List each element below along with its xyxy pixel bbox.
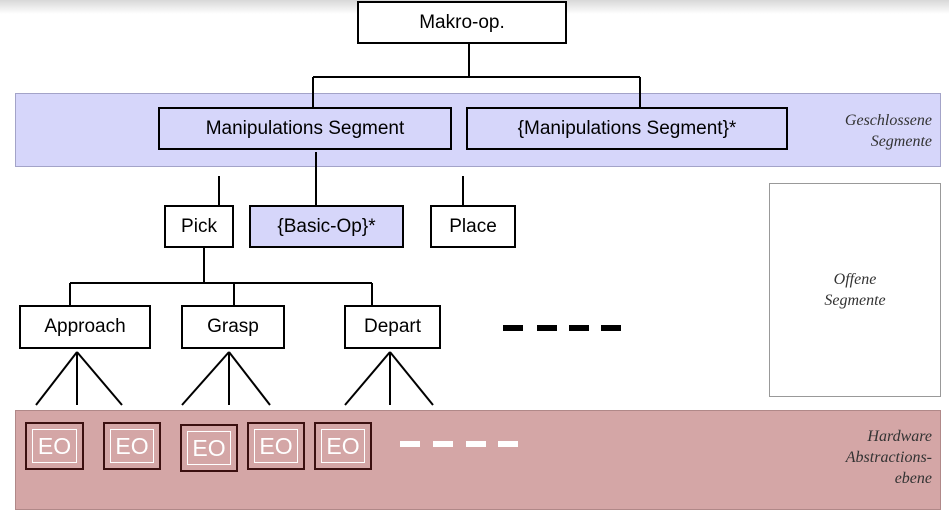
continuation-dashes-black xyxy=(503,325,621,331)
place-node: Place xyxy=(430,205,516,248)
basic-op-node: {Basic-Op}* xyxy=(249,205,404,248)
eo-box: EO xyxy=(103,422,161,470)
offene-segmente-label: Offene Segmente xyxy=(824,271,886,309)
eo-box: EO xyxy=(314,422,372,470)
hardware-abstraction-band xyxy=(15,410,941,510)
geschlossene-segmente-label: Geschlossene Segmente xyxy=(844,112,932,150)
depart-node: Depart xyxy=(344,305,441,349)
makro-op-node: Makro-op. xyxy=(357,1,567,44)
manipulations-segment-repeat-node: {Manipulations Segment}* xyxy=(466,107,788,150)
hardware-abstraction-label: Hardware Abstractions- ebene xyxy=(845,428,932,487)
grasp-node: Grasp xyxy=(181,305,285,349)
eo-box: EO xyxy=(180,424,238,472)
eo-box: EO xyxy=(25,422,84,470)
approach-node: Approach xyxy=(19,305,151,349)
offene-segmente-box: Offene Segmente xyxy=(769,183,941,397)
pick-node: Pick xyxy=(164,205,234,248)
manipulations-segment-node: Manipulations Segment xyxy=(158,107,452,150)
continuation-dashes-white xyxy=(400,441,518,447)
eo-box: EO xyxy=(247,422,305,470)
